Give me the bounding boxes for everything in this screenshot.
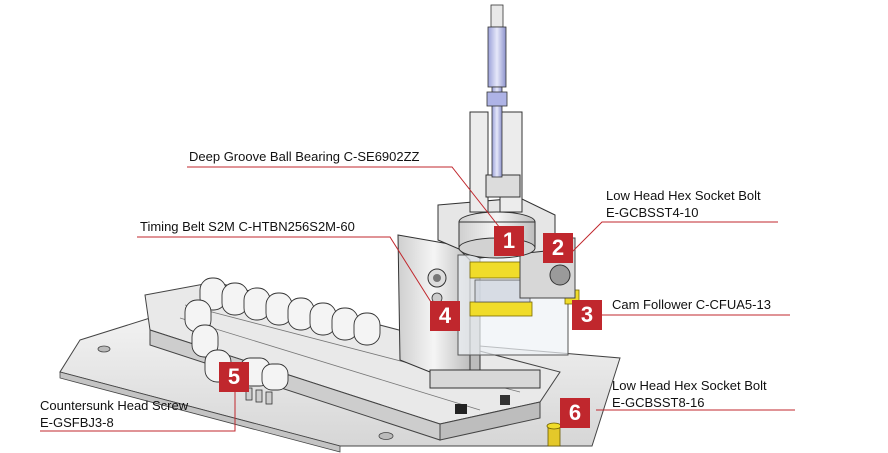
leader-line-2 bbox=[567, 221, 778, 257]
callout-label-6: Low Head Hex Socket Bolt E-GCBSST8-16 bbox=[612, 378, 767, 410]
callout-label-1: Deep Groove Ball Bearing C-SE6902ZZ bbox=[189, 149, 420, 164]
callout-badge-1: 1 bbox=[494, 226, 524, 256]
callout-2-line-2: E-GCBSST4-10 bbox=[606, 205, 699, 220]
callout-6-line-1: Low Head Hex Socket Bolt bbox=[612, 378, 767, 393]
leader-line-4 bbox=[137, 236, 437, 311]
callout-6-line-2: E-GCBSST8-16 bbox=[612, 395, 705, 410]
callout-label-3: Cam Follower C-CFUA5-13 bbox=[612, 297, 771, 312]
callout-badge-4: 4 bbox=[430, 301, 460, 331]
screw-group-5 bbox=[245, 387, 273, 405]
callout-badge-5: 5 bbox=[219, 362, 249, 392]
guide-plates bbox=[469, 111, 523, 213]
callout-label-5: Countersunk Head Screw E-GSFBJ3-8 bbox=[40, 398, 188, 430]
callout-badge-6: 6 bbox=[560, 398, 590, 428]
callout-5-line-1: Countersunk Head Screw bbox=[40, 398, 189, 413]
bolt-6 bbox=[546, 422, 562, 447]
callout-1-line-1: Deep Groove Ball Bearing C-SE6902ZZ bbox=[189, 149, 420, 164]
callout-badge-3: 3 bbox=[572, 300, 602, 330]
leader-line-5 bbox=[40, 392, 236, 432]
vertical-shaft bbox=[486, 4, 508, 178]
callout-4-line-1: Timing Belt S2M C-HTBN256S2M-60 bbox=[140, 219, 355, 234]
callout-label-4: Timing Belt S2M C-HTBN256S2M-60 bbox=[140, 219, 355, 234]
callout-2-line-1: Low Head Hex Socket Bolt bbox=[606, 188, 761, 203]
leader-line-1 bbox=[187, 166, 501, 229]
callout-3-line-1: Cam Follower C-CFUA5-13 bbox=[612, 297, 771, 312]
callout-badge-2: 2 bbox=[543, 233, 573, 263]
callout-label-2: Low Head Hex Socket Bolt E-GCBSST4-10 bbox=[606, 188, 761, 220]
callout-5-line-2: E-GSFBJ3-8 bbox=[40, 415, 114, 430]
